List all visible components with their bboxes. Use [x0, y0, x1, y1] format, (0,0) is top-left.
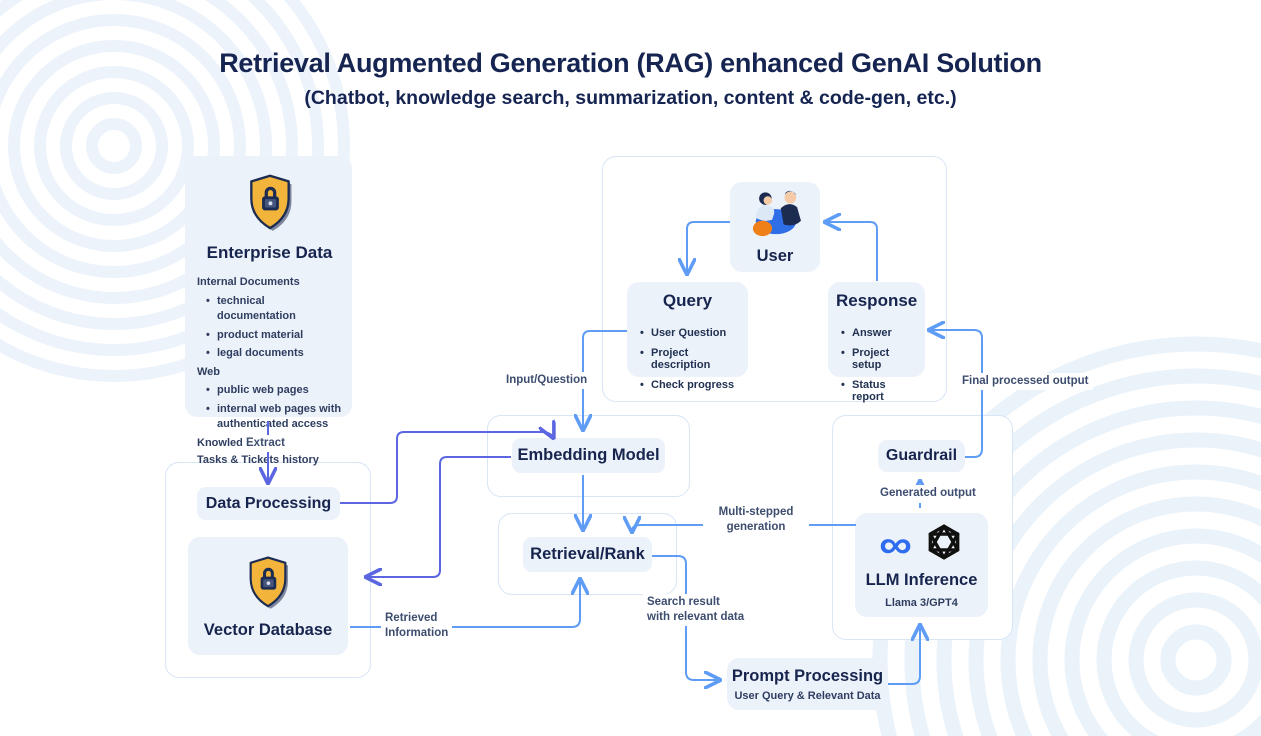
node-sublabel: User Query & Relevant Data: [734, 689, 881, 702]
retrieval-rank-node: Retrieval/Rank: [523, 537, 652, 572]
node-label: Prompt Processing: [731, 666, 884, 685]
page-title: Retrieval Augmented Generation (RAG) enh…: [219, 48, 1042, 78]
list-item: Project description: [635, 347, 740, 371]
list-item: Answer: [836, 327, 917, 339]
edge-label-retrieved-information: Retrieved Information: [381, 610, 453, 642]
list-item: Project setup: [836, 347, 917, 371]
diagram-header: Retrieval Augmented Generation (RAG) enh…: [0, 48, 1261, 110]
node-label: Vector Database: [203, 621, 333, 639]
edge-label-final-output: Final processed output: [958, 373, 1093, 390]
response-items: Answer Project setup Status report: [836, 319, 917, 411]
enterprise-data-title: Enterprise Data: [206, 243, 333, 262]
openai-logo-icon: [924, 522, 964, 567]
list-item: technical documentation: [197, 294, 342, 325]
query-node: Query User Question Project description …: [627, 282, 748, 391]
edge-label-multi-stepped: Multi-stepped generation: [703, 504, 809, 536]
query-items: User Question Project description Check …: [635, 319, 740, 399]
node-label: Response: [836, 291, 918, 310]
node-label: LLM Inference: [865, 570, 978, 589]
prompt-processing-node: Prompt Processing User Query & Relevant …: [727, 658, 888, 710]
meta-logo-icon: ∞: [879, 521, 912, 567]
list-item: public web pages: [197, 383, 342, 399]
list-item: Check progress: [635, 379, 740, 391]
people-at-table-icon: [746, 188, 804, 243]
vector-database-node: Vector Database: [188, 537, 348, 655]
guardrail-node: Guardrail: [878, 440, 965, 472]
list-heading: Tasks & Tickets history: [197, 454, 319, 466]
response-node: Response Answer Project setup Status rep…: [828, 282, 925, 403]
edge-label-extract: Extract: [242, 435, 289, 452]
list-item: Status report: [836, 379, 917, 403]
shield-lock-icon: [242, 170, 298, 237]
edge-label-input-question: Input/Question: [502, 372, 592, 389]
shield-lock-icon: [242, 552, 294, 615]
edge-label-search-result: Search result with relevant data: [643, 594, 749, 626]
list-item: internal web pages with authenticated ac…: [197, 402, 342, 433]
list-item: product material: [197, 328, 342, 344]
list-heading: Web: [197, 365, 221, 378]
llm-inference-node: ∞ LLM Inference Llama 3/GPT4: [855, 513, 988, 617]
node-label: Retrieval/Rank: [530, 545, 645, 563]
node-sublabel: Llama 3/GPT4: [885, 596, 958, 609]
node-label: User: [756, 247, 794, 265]
page-subtitle: (Chatbot, knowledge search, summarizatio…: [304, 87, 957, 109]
node-label: Embedding Model: [517, 446, 660, 464]
list-item: User Question: [635, 327, 740, 339]
list-heading: Internal Documents: [197, 276, 300, 288]
edge-label-generated-output: Generated output: [876, 485, 980, 502]
node-label: Query: [662, 291, 713, 310]
list-item: legal documents: [197, 346, 342, 362]
data-processing-node: Data Processing: [197, 487, 340, 520]
node-label: Data Processing: [205, 494, 332, 512]
user-node: User: [730, 182, 820, 272]
llm-logos: ∞: [879, 522, 964, 567]
embedding-model-node: Embedding Model: [512, 438, 665, 473]
enterprise-data-panel: Enterprise Data Internal Documents techn…: [185, 156, 352, 466]
node-label: Guardrail: [885, 447, 958, 464]
